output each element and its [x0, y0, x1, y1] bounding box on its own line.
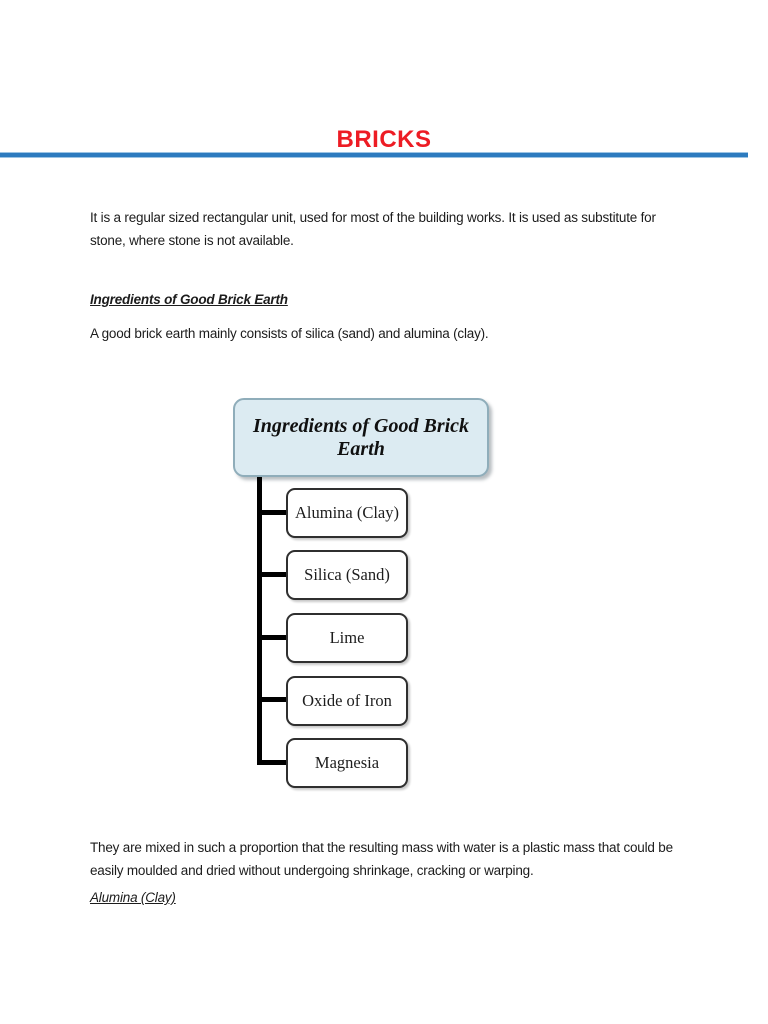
mix-line-1: They are mixed in such a proportion that…: [90, 840, 673, 855]
diagram-node-lime: Lime: [286, 613, 408, 663]
section-heading-alumina-clay: Alumina (Clay): [90, 890, 176, 905]
mix-paragraph: They are mixed in such a proportion that…: [90, 836, 673, 882]
diagram-node-alumina-clay: Alumina (Clay): [286, 488, 408, 538]
page-title: BRICKS: [336, 126, 432, 153]
diagram-root-label-line-2: Earth: [337, 437, 385, 460]
diagram-branch-connector: [257, 635, 287, 640]
mix-line-2: easily moulded and dried without undergo…: [90, 863, 534, 878]
diagram-node-silica-sand: Silica (Sand): [286, 550, 408, 600]
diagram-vertical-connector: [257, 477, 262, 765]
diagram-branch-connector: [257, 760, 287, 765]
ingredients-body-text: A good brick earth mainly consists of si…: [90, 326, 489, 341]
section-heading-ingredients: Ingredients of Good Brick Earth: [90, 292, 288, 307]
diagram-root-label-line-1: Ingredients of Good Brick: [252, 414, 470, 437]
diagram-node-oxide-of-iron: Oxide of Iron: [286, 676, 408, 726]
diagram-branch-connector: [257, 572, 287, 577]
diagram-root-box: Ingredients of Good Brick Earth: [233, 398, 489, 477]
intro-paragraph: It is a regular sized rectangular unit, …: [90, 206, 656, 252]
intro-line-2: stone, where stone is not available.: [90, 233, 294, 248]
intro-line-1: It is a regular sized rectangular unit, …: [90, 210, 656, 225]
diagram-node-magnesia: Magnesia: [286, 738, 408, 788]
diagram-branch-connector: [257, 510, 287, 515]
title-underline-rule: [0, 153, 748, 157]
diagram-branch-connector: [257, 697, 287, 702]
